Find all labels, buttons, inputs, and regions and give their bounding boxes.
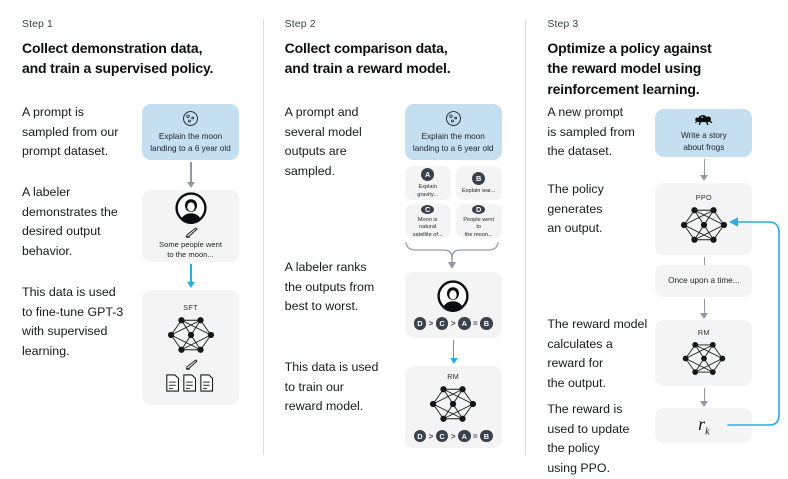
arrow-3-1 <box>698 159 710 181</box>
prompt-card-1[interactable]: Explain the moon landing to a 6 year old <box>142 104 239 160</box>
option-text-a: Explain gravity... <box>417 184 439 198</box>
paragraph-2-2: A labeler ranks the outputs from best to… <box>284 260 375 314</box>
prompt-card-3[interactable]: Write a story about frogs <box>655 109 753 157</box>
arrow-3-4 <box>698 388 710 407</box>
rank-op-2: > <box>450 319 456 328</box>
frog-icon <box>694 113 714 127</box>
paragraph-2-1: A prompt and several model outputs are s… <box>284 105 362 178</box>
rm-label-2: RM <box>447 371 460 381</box>
rank-badge-4: B <box>480 317 493 330</box>
arrow-1-1 <box>185 162 197 188</box>
option-badge-d: D <box>472 204 486 214</box>
reward-value: rk <box>698 414 709 438</box>
rank-badge-3: A <box>458 429 471 443</box>
option-text-d: People went to the moon... <box>463 216 495 238</box>
reward-subscript: k <box>705 426 710 438</box>
policy-output-text: Once upon a time... <box>668 276 740 286</box>
option-card-a[interactable]: A Explain gravity... <box>404 166 451 200</box>
reward-model-box-2[interactable]: RM <box>404 366 502 448</box>
paragraph-3-2: The policy generates an output. <box>547 182 604 236</box>
paragraph-1-2: A labeler demonstrates the desired outpu… <box>22 185 118 258</box>
pencil-icon <box>184 227 198 238</box>
rank-op-2: > <box>450 431 456 441</box>
option-text-c: Moon is natural satellite of... <box>412 216 443 238</box>
prompt-card-3-text: Write a story about frogs <box>680 131 727 152</box>
step-label-2: Step 2 <box>284 18 316 30</box>
paragraph-3-3: The reward model calculates a reward for… <box>547 317 648 390</box>
neural-network-icon <box>678 204 730 246</box>
step-label-3: Step 3 <box>547 18 579 30</box>
rank-badge-4: B <box>480 429 493 443</box>
sft-label: SFT <box>183 303 198 312</box>
neural-network-icon <box>680 339 728 378</box>
prompt-card-2[interactable]: Explain the moon landing to a 6 year old <box>404 104 502 160</box>
labeler-box-1[interactable]: Some people went to the moon... <box>142 190 239 262</box>
pencil-icon <box>184 359 198 370</box>
column-step-2: Step 2 Collect comparison data, and trai… <box>262 0 526 479</box>
column-step-3: Step 3 Optimize a policy against the rew… <box>525 0 788 479</box>
brace-connector <box>405 241 499 269</box>
step-label-1: Step 1 <box>22 18 53 30</box>
ranking-row-reward: D > C > A = B <box>413 429 493 443</box>
prompt-card-2-text: Explain the moon landing to a 6 year old <box>412 132 494 153</box>
paragraph-3-1: A new prompt is sampled from the dataset… <box>547 105 635 159</box>
step-title-1: Collect demonstration data, and train a … <box>22 40 214 77</box>
paragraph-1-1: A prompt is sampled from our prompt data… <box>22 105 119 159</box>
prompt-card-1-text: Explain the moon landing to a 6 year old <box>150 132 231 153</box>
reward-value-box[interactable]: rk <box>655 408 753 443</box>
rank-badge-2: C <box>435 317 449 330</box>
arrow-3-3 <box>698 299 710 319</box>
reward-symbol: r <box>698 413 706 434</box>
labeler-avatar-icon <box>437 280 469 313</box>
sft-model-box[interactable]: SFT <box>142 290 239 405</box>
step-title-3: Optimize a policy against the reward mod… <box>547 40 712 97</box>
option-card-c[interactable]: C Moon is natural satellite of... <box>404 204 451 238</box>
option-card-b[interactable]: B Explain war... <box>455 166 502 200</box>
neural-network-icon <box>165 314 217 356</box>
option-badge-c: C <box>421 204 435 214</box>
rank-badge-2: C <box>435 429 449 443</box>
rank-op-3: = <box>473 431 478 441</box>
column-step-1: Step 1 Collect demonstration data, and t… <box>0 0 263 479</box>
arrow-1-2 <box>185 264 197 288</box>
paragraph-2-3: This data is used to train our reward mo… <box>284 360 379 414</box>
option-card-d[interactable]: D People went to the moon... <box>455 204 502 238</box>
moon-icon <box>182 110 199 127</box>
option-text-b: Explain war... <box>462 188 496 195</box>
paragraph-3-4: The reward is used to update the policy … <box>547 402 630 475</box>
rank-op-1: > <box>428 431 434 441</box>
rank-badge-3: A <box>458 317 471 330</box>
rank-badge-1: D <box>413 429 427 443</box>
ranking-row-labeler: D > C > A = B <box>413 317 493 330</box>
labeler-ranking-box[interactable]: D > C > A = B <box>404 272 502 338</box>
policy-output-box[interactable]: Once upon a time... <box>655 265 753 297</box>
labeler-output-text-1: Some people went to the moon... <box>159 239 222 259</box>
documents-icon <box>165 374 217 392</box>
paragraph-1-3: This data is used to fine-tune GPT-3 wit… <box>22 285 124 358</box>
option-badge-b: B <box>472 172 486 186</box>
rank-op-3: = <box>473 319 478 328</box>
rm-label-3: RM <box>697 328 710 337</box>
rank-badge-1: D <box>413 317 427 330</box>
ppo-policy-box[interactable]: PPO <box>655 183 753 255</box>
reward-model-box-3[interactable]: RM <box>655 320 753 386</box>
step-title-2: Collect comparison data, and train a rew… <box>284 40 451 77</box>
neural-network-icon <box>427 383 479 425</box>
arrow-2-2 <box>448 340 460 364</box>
moon-icon <box>445 110 462 127</box>
labeler-avatar-icon <box>174 192 207 224</box>
ppo-label: PPO <box>695 192 712 202</box>
option-badge-a: A <box>421 168 435 182</box>
rank-op-1: > <box>428 319 434 328</box>
